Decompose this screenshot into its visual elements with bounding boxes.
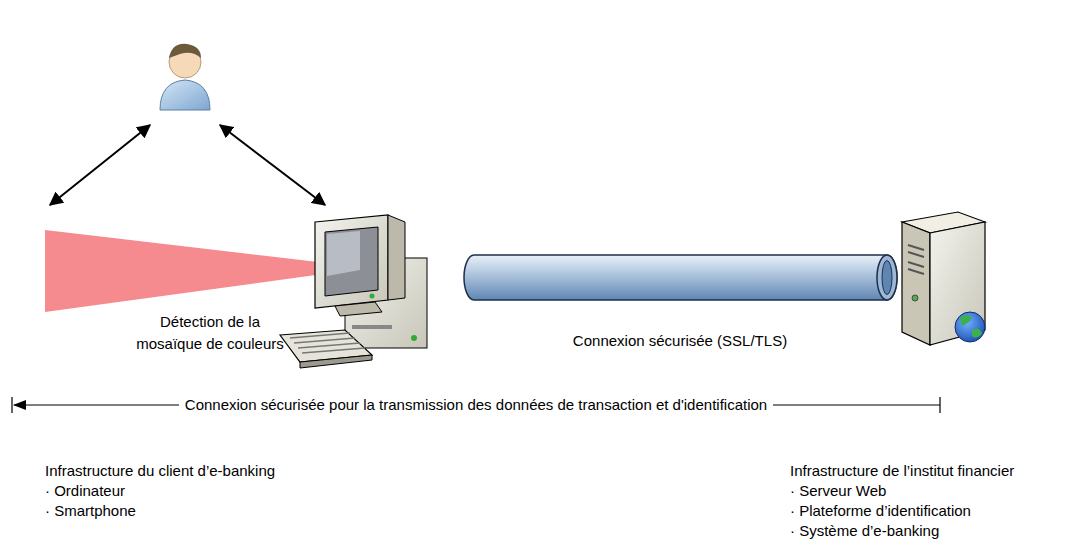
secure-tunnel (464, 255, 897, 300)
double-arrow (220, 125, 325, 205)
group-heading: Infrastructure de l’institut financier (790, 460, 1014, 482)
list-item: · Ordinateur (45, 480, 125, 502)
list-item: · Serveur Web (790, 480, 886, 502)
detection-beam (45, 230, 352, 312)
list-item: · Plateforme d’identification (790, 500, 971, 522)
connection-caption: Connexion sécurisée (SSL/TLS) (573, 330, 787, 352)
beam-caption: Détection de la mosaïque de couleurs (125, 311, 295, 355)
bracket-caption: Connexion sécurisée pour la transmission… (179, 394, 773, 416)
person-icon (160, 44, 210, 110)
list-item: · Smartphone (45, 500, 136, 522)
group-heading: Infrastructure du client d’e-banking (45, 460, 275, 482)
computer-icon (280, 215, 427, 368)
double-arrow (50, 125, 150, 205)
server-icon (902, 212, 985, 345)
list-item: · Système d’e-banking (790, 520, 939, 542)
